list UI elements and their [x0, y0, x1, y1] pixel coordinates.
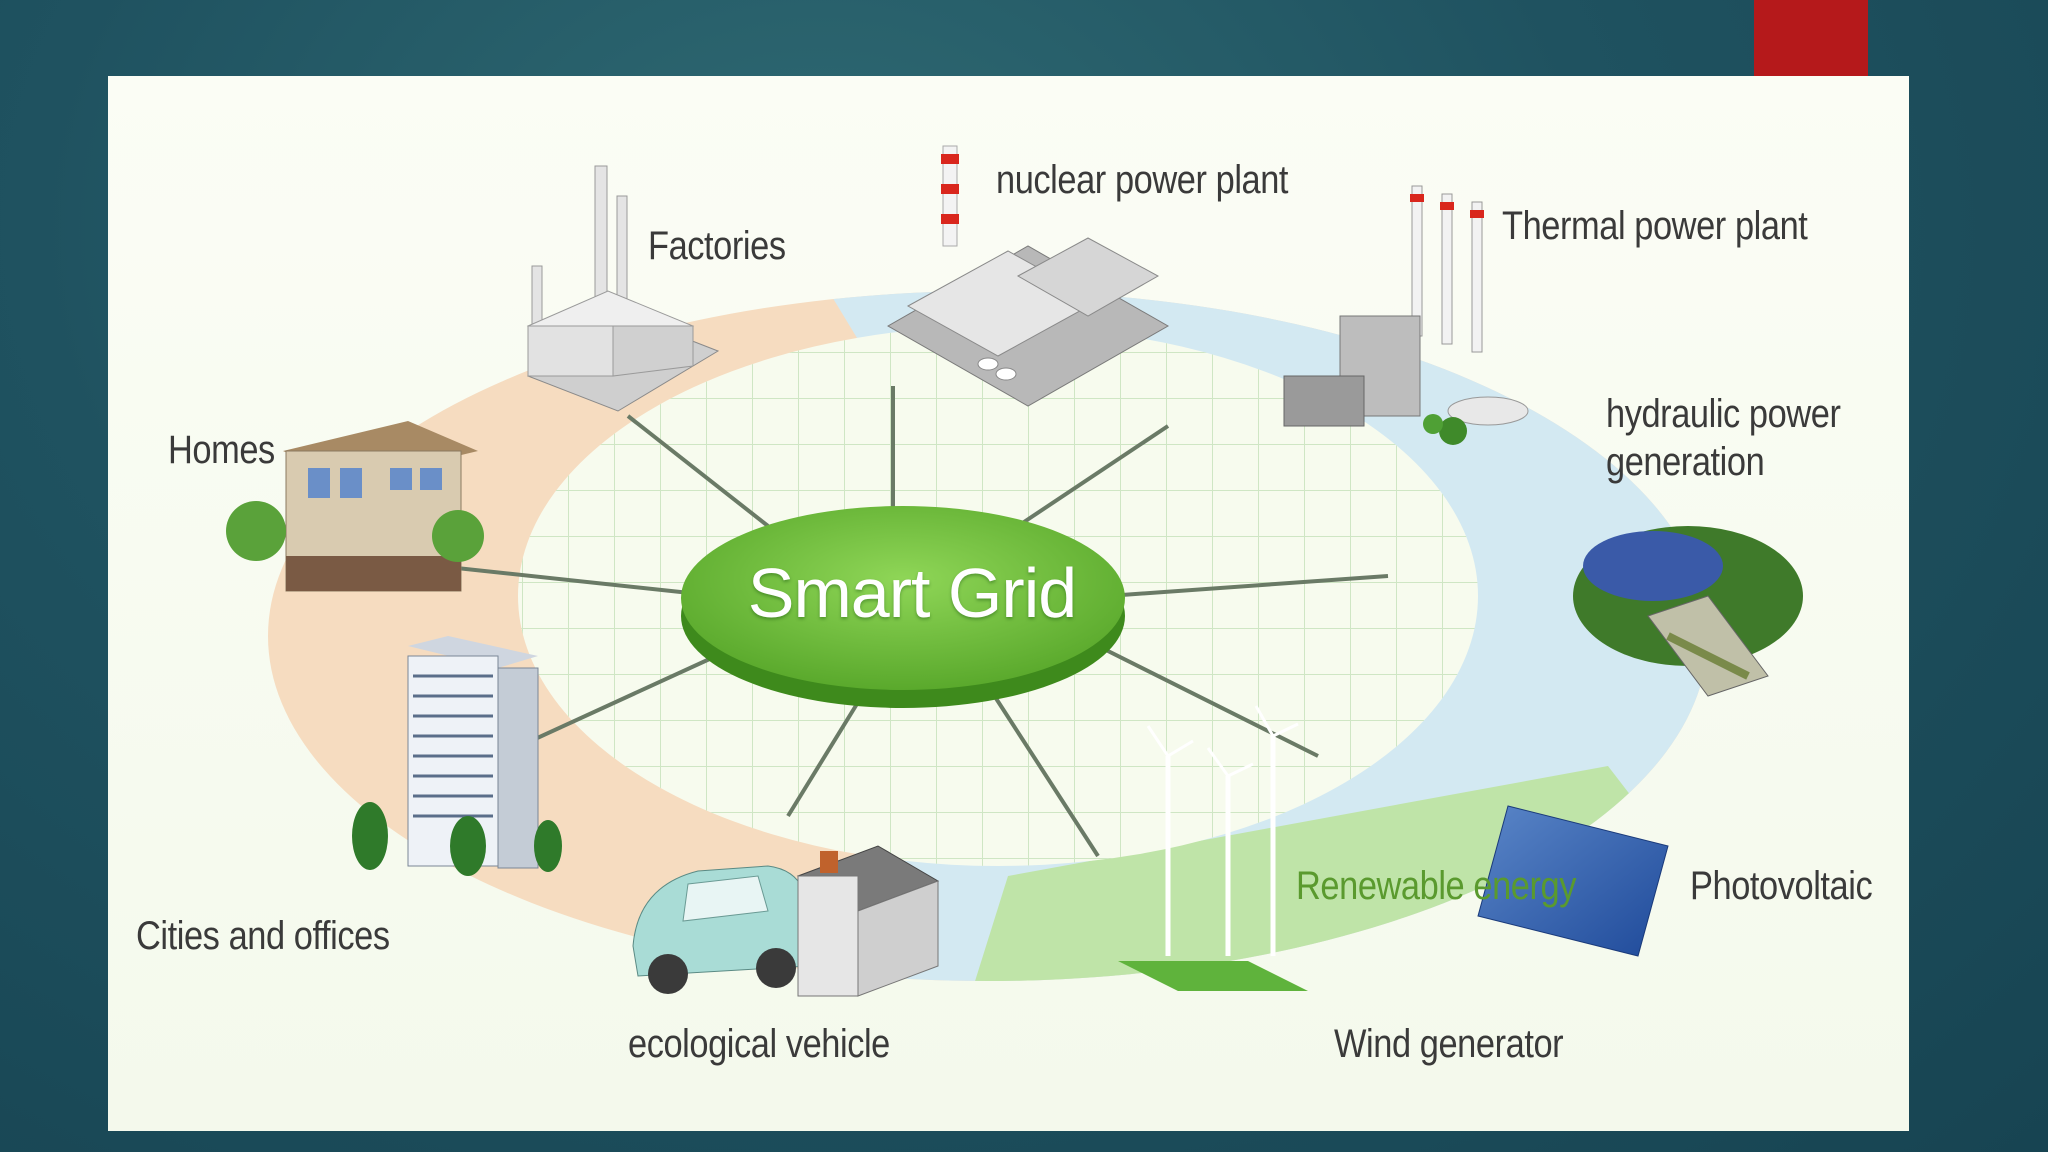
red-accent-block [1754, 0, 1868, 76]
ecological-vehicle-icon [632, 845, 940, 997]
wind-generator-label: Wind generator [1334, 1022, 1564, 1066]
homes-icon [226, 421, 484, 592]
nuclear-power-plant-label: nuclear power plant [996, 158, 1289, 202]
nuclear-power-plant-icon [886, 145, 1170, 407]
smart-grid-title: Smart Grid [747, 554, 1077, 632]
cities-and-offices-label: Cities and offices [136, 914, 390, 958]
factories-icon [526, 165, 720, 412]
ecological-vehicle-label: ecological vehicle [628, 1022, 890, 1066]
thermal-power-plant-label: Thermal power plant [1502, 204, 1808, 248]
connection-lines [437, 386, 1389, 858]
hydraulic-power-generation-icon [1573, 526, 1803, 697]
photovoltaic-icon [1477, 805, 1669, 957]
hydraulic-power-label-line2: generation [1606, 440, 1765, 484]
hydraulic-power-label-line1: hydraulic power [1606, 392, 1841, 436]
wind-generator-icon [1118, 705, 1308, 991]
thermal-power-plant-icon [1283, 185, 1529, 445]
smart-grid-hub [681, 506, 1125, 708]
renewable-energy-label: Renewable energy [1296, 864, 1576, 908]
cities-and-offices-icon [352, 636, 562, 876]
smart-grid-diagram-panel: Smart Grid nuclear power plant Thermal p… [108, 76, 1909, 1131]
smart-grid-diagram [226, 145, 1803, 997]
factories-label: Factories [648, 224, 786, 268]
photovoltaic-label: Photovoltaic [1690, 864, 1873, 908]
homes-label: Homes [168, 428, 275, 472]
